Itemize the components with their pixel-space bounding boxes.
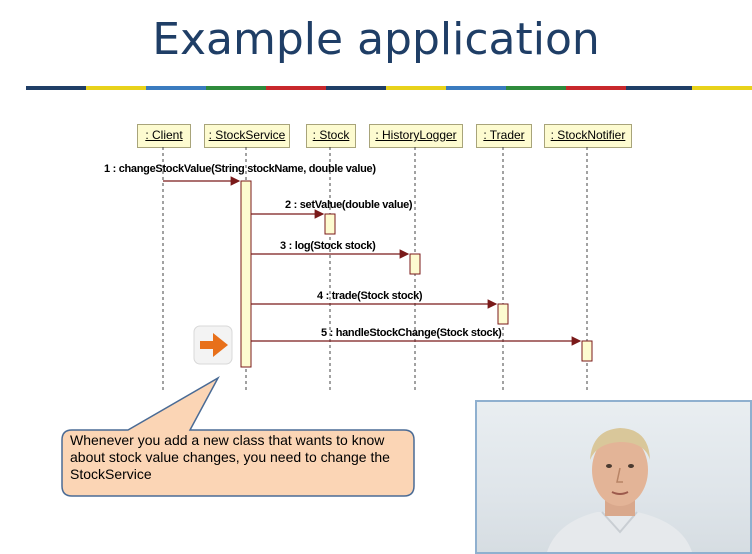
lifeline-stockservice: : StockService <box>204 124 290 148</box>
slide-title: Example application <box>152 14 600 65</box>
activation-stock <box>324 213 336 235</box>
message-label-5: 5 : handleStockChange(Stock stock) <box>321 327 502 339</box>
orange-arrow-icon <box>193 325 233 365</box>
message-label-2: 2 : setValue(double value) <box>285 199 413 211</box>
lifeline-historylogger: : HistoryLogger <box>369 124 463 148</box>
lifeline-stocknotifier: : StockNotifier <box>544 124 632 148</box>
lifeline-trader: : Trader <box>476 124 532 148</box>
lifeline-stock: : Stock <box>306 124 356 148</box>
presenter-video <box>475 400 752 554</box>
message-label-4: 4 : trade(Stock stock) <box>317 290 423 302</box>
activation-trader <box>497 303 509 325</box>
message-label-1: 1 : changeStockValue(String stockName, d… <box>104 163 376 175</box>
presenter-figure <box>547 428 692 552</box>
lifeline-client: : Client <box>137 124 191 148</box>
activation-historylogger <box>409 253 421 275</box>
callout-text: Whenever you add a new class that wants … <box>70 432 390 482</box>
activation-stockservice <box>240 180 252 368</box>
message-label-3: 3 : log(Stock stock) <box>280 240 376 252</box>
activation-stocknotifier <box>581 340 593 362</box>
title-divider-stripe <box>26 86 752 90</box>
